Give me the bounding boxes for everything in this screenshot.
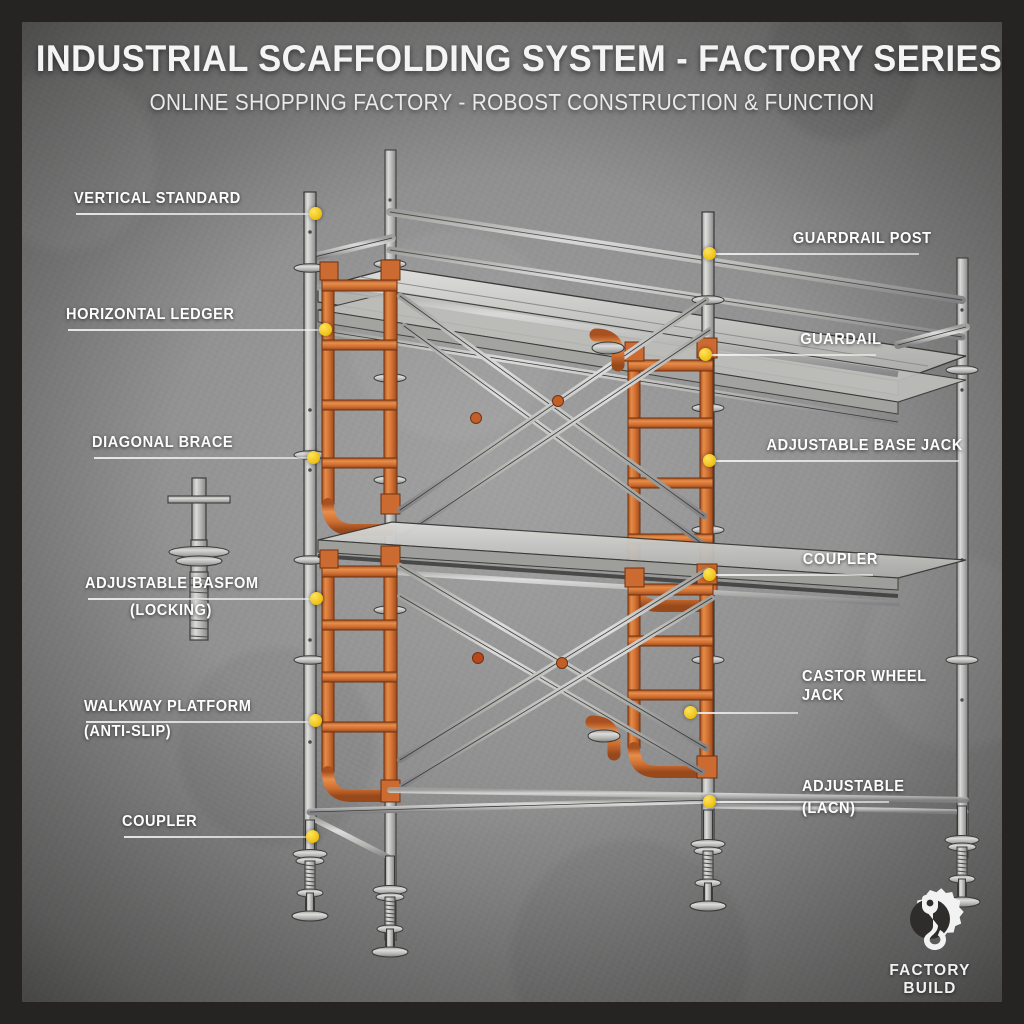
- callout-label: COUPLER: [122, 813, 198, 830]
- leader-adjustable-lacn: [716, 801, 889, 803]
- callout-castor-wheel-jack[interactable]: CASTOR WHEEL JACK: [802, 668, 935, 706]
- leader-vertical-standard: [76, 213, 312, 215]
- callout-coupler-right[interactable]: COUPLER: [798, 551, 878, 570]
- callout-label: GUARDRAIL POST: [793, 230, 932, 247]
- callout-vertical-standard[interactable]: VERTICAL STANDARD: [74, 190, 252, 209]
- callout-guardail[interactable]: GUARDAIL: [795, 331, 882, 350]
- concrete-backdrop: [22, 22, 1002, 1002]
- marker-horizontal-ledger[interactable]: [319, 323, 332, 336]
- callout-adjustable-basfom[interactable]: ADJUSTABLE BASFOM: [85, 575, 270, 594]
- leader-adjustable-base-jack: [716, 460, 959, 462]
- leader-castor-wheel-jack: [690, 712, 798, 714]
- leader-diagonal-brace: [94, 457, 310, 459]
- diagonal-braces-upper: [396, 292, 713, 545]
- callout-coupler-left[interactable]: COUPLER: [122, 813, 202, 832]
- diagonal-braces-lower: [396, 562, 715, 789]
- brand-logo[interactable]: FACTORY BUILD: [870, 886, 990, 998]
- callout-sublabel: (LACN): [802, 800, 856, 817]
- leader-guardrail-post: [716, 253, 919, 255]
- callout-walkway-platform[interactable]: WALKWAY PLATFORM: [84, 698, 262, 717]
- callout-diagonal-brace[interactable]: DIAGONAL BRACE: [92, 434, 242, 453]
- callout-label: HORIZONTAL LEDGER: [66, 306, 235, 323]
- leader-walkway-platform: [86, 721, 312, 723]
- callout-label: DIAGONAL BRACE: [92, 434, 234, 451]
- callout-label: ADJUSTABLE BASFOM: [85, 575, 259, 592]
- marker-adjustable-base-jack[interactable]: [703, 454, 716, 467]
- marker-adjustable-basfom[interactable]: [310, 592, 323, 605]
- callout-horizontal-ledger[interactable]: HORIZONTAL LEDGER: [66, 306, 245, 325]
- marker-adjustable-lacn[interactable]: [703, 795, 716, 808]
- page-title: INDUSTRIAL SCAFFOLDING SYSTEM - FACTORY …: [35, 38, 1003, 79]
- marker-coupler-left[interactable]: [306, 830, 319, 843]
- marker-castor-wheel-jack[interactable]: [684, 706, 697, 719]
- leader-coupler-right: [716, 574, 873, 576]
- callout-label: WALKWAY PLATFORM: [84, 698, 252, 715]
- logo-text-line1: FACTORY: [889, 962, 971, 980]
- orange-frame-lower-left: [319, 545, 401, 803]
- leader-coupler-left: [124, 836, 310, 838]
- gear-hook-icon: [910, 888, 964, 951]
- leader-guardail: [711, 354, 876, 356]
- logo-text-line2: BUILD: [903, 980, 957, 998]
- callout-adjustable-base-jack[interactable]: ADJUSTABLE BASE JACK: [754, 437, 963, 456]
- marker-walkway-platform[interactable]: [309, 714, 322, 727]
- callout-adjustable-lacn-sub: (LACN): [802, 800, 859, 819]
- marker-diagonal-brace[interactable]: [307, 451, 320, 464]
- base-jack-front-right: [689, 809, 727, 912]
- callout-sublabel: (LOCKING): [130, 602, 212, 619]
- callout-label: ADJUSTABLE: [802, 778, 905, 795]
- callout-sublabel: (ANTI-SLIP): [84, 723, 172, 740]
- leader-horizontal-ledger: [68, 329, 321, 331]
- callout-label: VERTICAL STANDARD: [74, 190, 241, 207]
- base-structure: [291, 787, 981, 958]
- callout-label: ADJUSTABLE BASE JACK: [766, 437, 963, 454]
- marker-guardail[interactable]: [699, 348, 712, 361]
- callout-label: CASTOR WHEEL: [802, 668, 927, 685]
- marker-coupler-right[interactable]: [703, 568, 716, 581]
- callout-adjustable-basfom-sub: (LOCKING): [130, 602, 217, 621]
- callout-guardrail-post[interactable]: GUARDRAIL POST: [784, 230, 932, 249]
- page-subtitle: ONLINE SHOPPING FACTORY - ROBOST CONSTRU…: [149, 89, 875, 115]
- callout-walkway-platform-sub: (ANTI-SLIP): [84, 723, 177, 742]
- callout-adjustable-lacn[interactable]: ADJUSTABLE: [802, 778, 911, 797]
- leader-adjustable-basfom: [88, 598, 313, 600]
- orange-frame-upper-left: [319, 259, 401, 536]
- inset-base-jack-detail: [167, 477, 231, 641]
- header-block: INDUSTRIAL SCAFFOLDING SYSTEM - FACTORY …: [0, 38, 1024, 116]
- base-jack-front-mid: [371, 855, 409, 958]
- marker-guardrail-post[interactable]: [703, 247, 716, 260]
- callout-label: COUPLER: [802, 551, 878, 568]
- callout-sublabel: JACK: [802, 686, 844, 704]
- callout-label: GUARDAIL: [800, 331, 882, 348]
- marker-vertical-standard[interactable]: [309, 207, 322, 220]
